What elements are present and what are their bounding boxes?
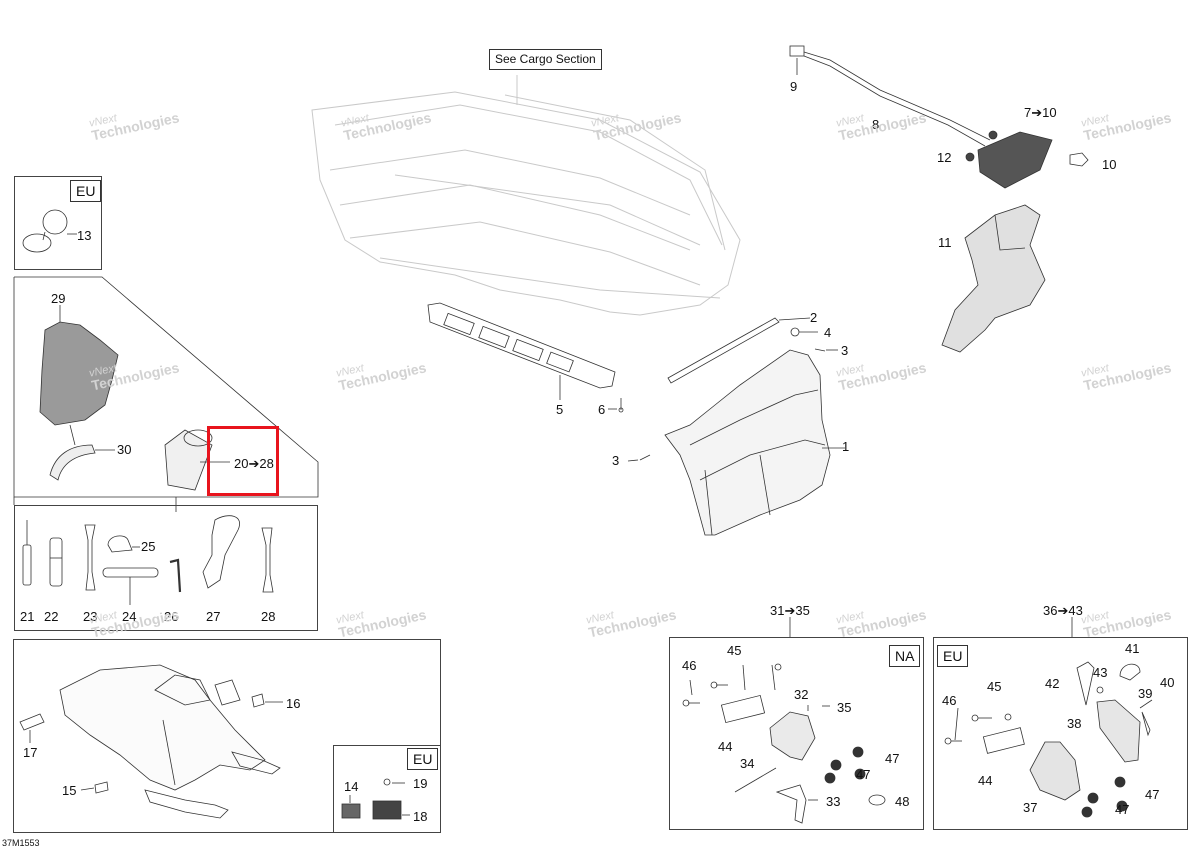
eu-tag-decals: EU xyxy=(407,748,439,770)
tool-set-shapes xyxy=(22,515,274,605)
callout-30[interactable]: 30 xyxy=(117,442,132,457)
callout-17[interactable]: 17 xyxy=(23,745,38,760)
callout-22[interactable]: 22 xyxy=(44,609,59,624)
na-tag: NA xyxy=(889,645,921,667)
eu-inset-box-sled xyxy=(341,778,410,820)
callout-20-28[interactable]: 20➔28 xyxy=(234,456,274,471)
see-cargo-section-label[interactable]: See Cargo Section xyxy=(489,49,602,70)
callout-2[interactable]: 2 xyxy=(810,310,818,325)
na-callout-46[interactable]: 46 xyxy=(682,658,697,673)
callout-36-43[interactable]: 36➔43 xyxy=(1043,603,1083,618)
callout-5[interactable]: 5 xyxy=(556,402,564,417)
eu-callout-38[interactable]: 38 xyxy=(1067,716,1082,731)
eu-callout-37[interactable]: 37 xyxy=(1023,800,1038,815)
eu-callout-40[interactable]: 40 xyxy=(1160,675,1175,690)
callout-27[interactable]: 27 xyxy=(206,609,221,624)
eu-tag-hitch: EU xyxy=(937,645,969,667)
eu-tag-top: EU xyxy=(70,180,102,202)
callout-13[interactable]: 13 xyxy=(77,228,92,243)
tool-pouch-shape xyxy=(164,429,230,491)
callout-21[interactable]: 21 xyxy=(20,609,35,624)
snowmobile-shape xyxy=(19,664,283,819)
eu-callout-45[interactable]: 45 xyxy=(987,679,1002,694)
callout-23[interactable]: 23 xyxy=(83,609,98,624)
eu-callout-42[interactable]: 42 xyxy=(1045,676,1060,691)
eu-callout-41[interactable]: 41 xyxy=(1125,641,1140,656)
eu-decal-box xyxy=(333,745,441,833)
na-hitch-shapes xyxy=(682,617,886,824)
callout-28[interactable]: 28 xyxy=(261,609,276,624)
taillight-shape xyxy=(965,130,1089,189)
callout-31-35[interactable]: 31➔35 xyxy=(770,603,810,618)
cargo-rack-outline xyxy=(311,75,741,316)
callout-19[interactable]: 19 xyxy=(413,776,428,791)
side-plate-shape xyxy=(427,302,616,400)
callout-8[interactable]: 8 xyxy=(872,117,880,132)
eu-hitch-box xyxy=(933,637,1188,830)
highlighted-callout-box[interactable] xyxy=(207,426,279,496)
callout-16[interactable]: 16 xyxy=(286,696,301,711)
eu-hitch-shapes xyxy=(944,617,1153,818)
light-housing-shape xyxy=(941,204,1046,353)
eu-callout-47b[interactable]: 47 xyxy=(1115,802,1130,817)
harness-shape xyxy=(789,45,991,147)
kit-box-outline xyxy=(13,276,319,498)
callout-24[interactable]: 24 xyxy=(122,609,137,624)
callout-1[interactable]: 1 xyxy=(842,439,850,454)
na-callout-33[interactable]: 33 xyxy=(826,794,841,809)
retainer-strip-shape xyxy=(667,317,811,384)
callout-11[interactable]: 11 xyxy=(938,235,952,250)
callout-10[interactable]: 10 xyxy=(1102,157,1117,172)
na-callout-47a[interactable]: 47 xyxy=(885,751,900,766)
callout-7-10[interactable]: 7➔10 xyxy=(1024,105,1057,120)
callout-15[interactable]: 15 xyxy=(62,783,77,798)
callout-9[interactable]: 9 xyxy=(790,79,798,94)
callout-18[interactable]: 18 xyxy=(413,809,428,824)
eu-callout-44[interactable]: 44 xyxy=(978,773,993,788)
eu-inset-box-top xyxy=(14,176,102,270)
eu-callout-47a[interactable]: 47 xyxy=(1145,787,1160,802)
kit-bag-shape xyxy=(39,321,119,426)
callout-3-upper[interactable]: 3 xyxy=(841,343,849,358)
eu-inset-box-13 xyxy=(22,209,77,253)
callout-14[interactable]: 14 xyxy=(344,779,359,794)
na-callout-35[interactable]: 35 xyxy=(837,700,852,715)
na-hitch-box xyxy=(669,637,924,830)
callout-12[interactable]: 12 xyxy=(937,150,952,165)
callout-6[interactable]: 6 xyxy=(598,402,606,417)
na-callout-32[interactable]: 32 xyxy=(794,687,809,702)
na-callout-48[interactable]: 48 xyxy=(895,794,910,809)
callout-29[interactable]: 29 xyxy=(51,291,66,306)
eu-callout-46[interactable]: 46 xyxy=(942,693,957,708)
na-callout-44[interactable]: 44 xyxy=(718,739,733,754)
callout-25[interactable]: 25 xyxy=(141,539,156,554)
eu-callout-39[interactable]: 39 xyxy=(1138,686,1153,701)
na-callout-45[interactable]: 45 xyxy=(727,643,742,658)
snow-flap-shape xyxy=(664,349,845,536)
strap-shape xyxy=(49,444,115,481)
diagram-reference-code: 37M1553 xyxy=(2,838,40,848)
na-callout-47b[interactable]: 47 xyxy=(856,767,871,782)
callout-26[interactable]: 26 xyxy=(164,609,179,624)
callout-3-lower[interactable]: 3 xyxy=(612,453,620,468)
callout-4[interactable]: 4 xyxy=(824,325,832,340)
eu-callout-43[interactable]: 43 xyxy=(1093,665,1108,680)
sled-decal-box xyxy=(13,639,441,833)
na-callout-34[interactable]: 34 xyxy=(740,756,755,771)
tool-set-box xyxy=(14,505,318,631)
fastener-6-shape xyxy=(608,398,624,413)
